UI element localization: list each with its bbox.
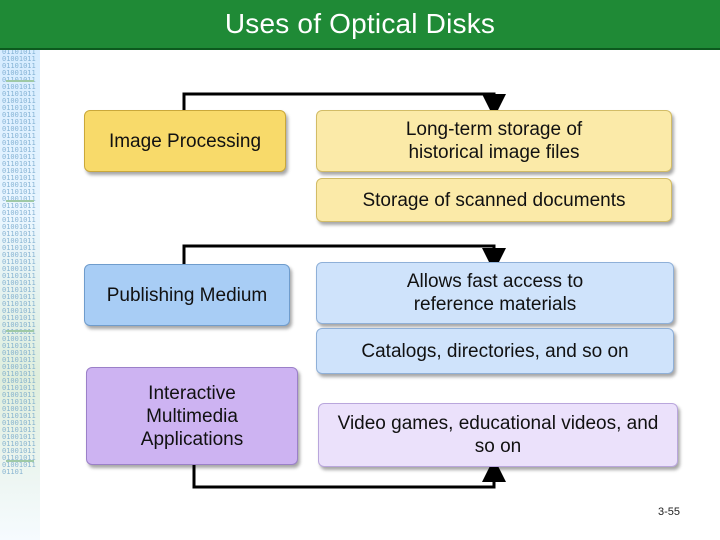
category-publishing-medium: Publishing Medium — [84, 264, 290, 326]
slide-title: Uses of Optical Disks — [224, 8, 496, 39]
page-number: 3-55 — [657, 506, 680, 518]
use-label: Allows fast access to reference material… — [406, 271, 584, 315]
circuit-trace-decoration — [6, 80, 34, 82]
use-scanned-documents: Storage of scanned documents — [316, 178, 672, 222]
use-label: Catalogs, directories, and so on — [361, 340, 629, 362]
connector-publishing-medium — [182, 244, 506, 272]
use-label: Storage of scanned documents — [362, 189, 626, 211]
connector-interactive-multimedia — [192, 458, 506, 489]
use-video-games: Video games, educational videos, and so … — [318, 403, 678, 467]
category-image-processing: Image Processing — [84, 110, 286, 172]
circuit-trace-decoration — [6, 200, 34, 202]
circuit-trace-decoration — [6, 330, 34, 332]
title-bar: Uses of Optical Disks — [0, 0, 720, 50]
use-label: Long-term storage of historical image fi… — [405, 119, 583, 163]
use-catalogs-directories: Catalogs, directories, and so on — [316, 328, 674, 374]
category-label: Interactive Multimedia Applications — [140, 382, 244, 450]
circuit-trace-decoration — [6, 460, 34, 462]
use-fast-access: Allows fast access to reference material… — [316, 262, 674, 324]
category-interactive-multimedia: Interactive Multimedia Applications — [86, 367, 298, 465]
use-label: Video games, educational videos, and so … — [337, 413, 659, 457]
use-long-term-storage: Long-term storage of historical image fi… — [316, 110, 672, 172]
category-label: Image Processing — [108, 130, 262, 152]
connector-image-processing — [182, 92, 506, 118]
category-label: Publishing Medium — [106, 284, 268, 306]
